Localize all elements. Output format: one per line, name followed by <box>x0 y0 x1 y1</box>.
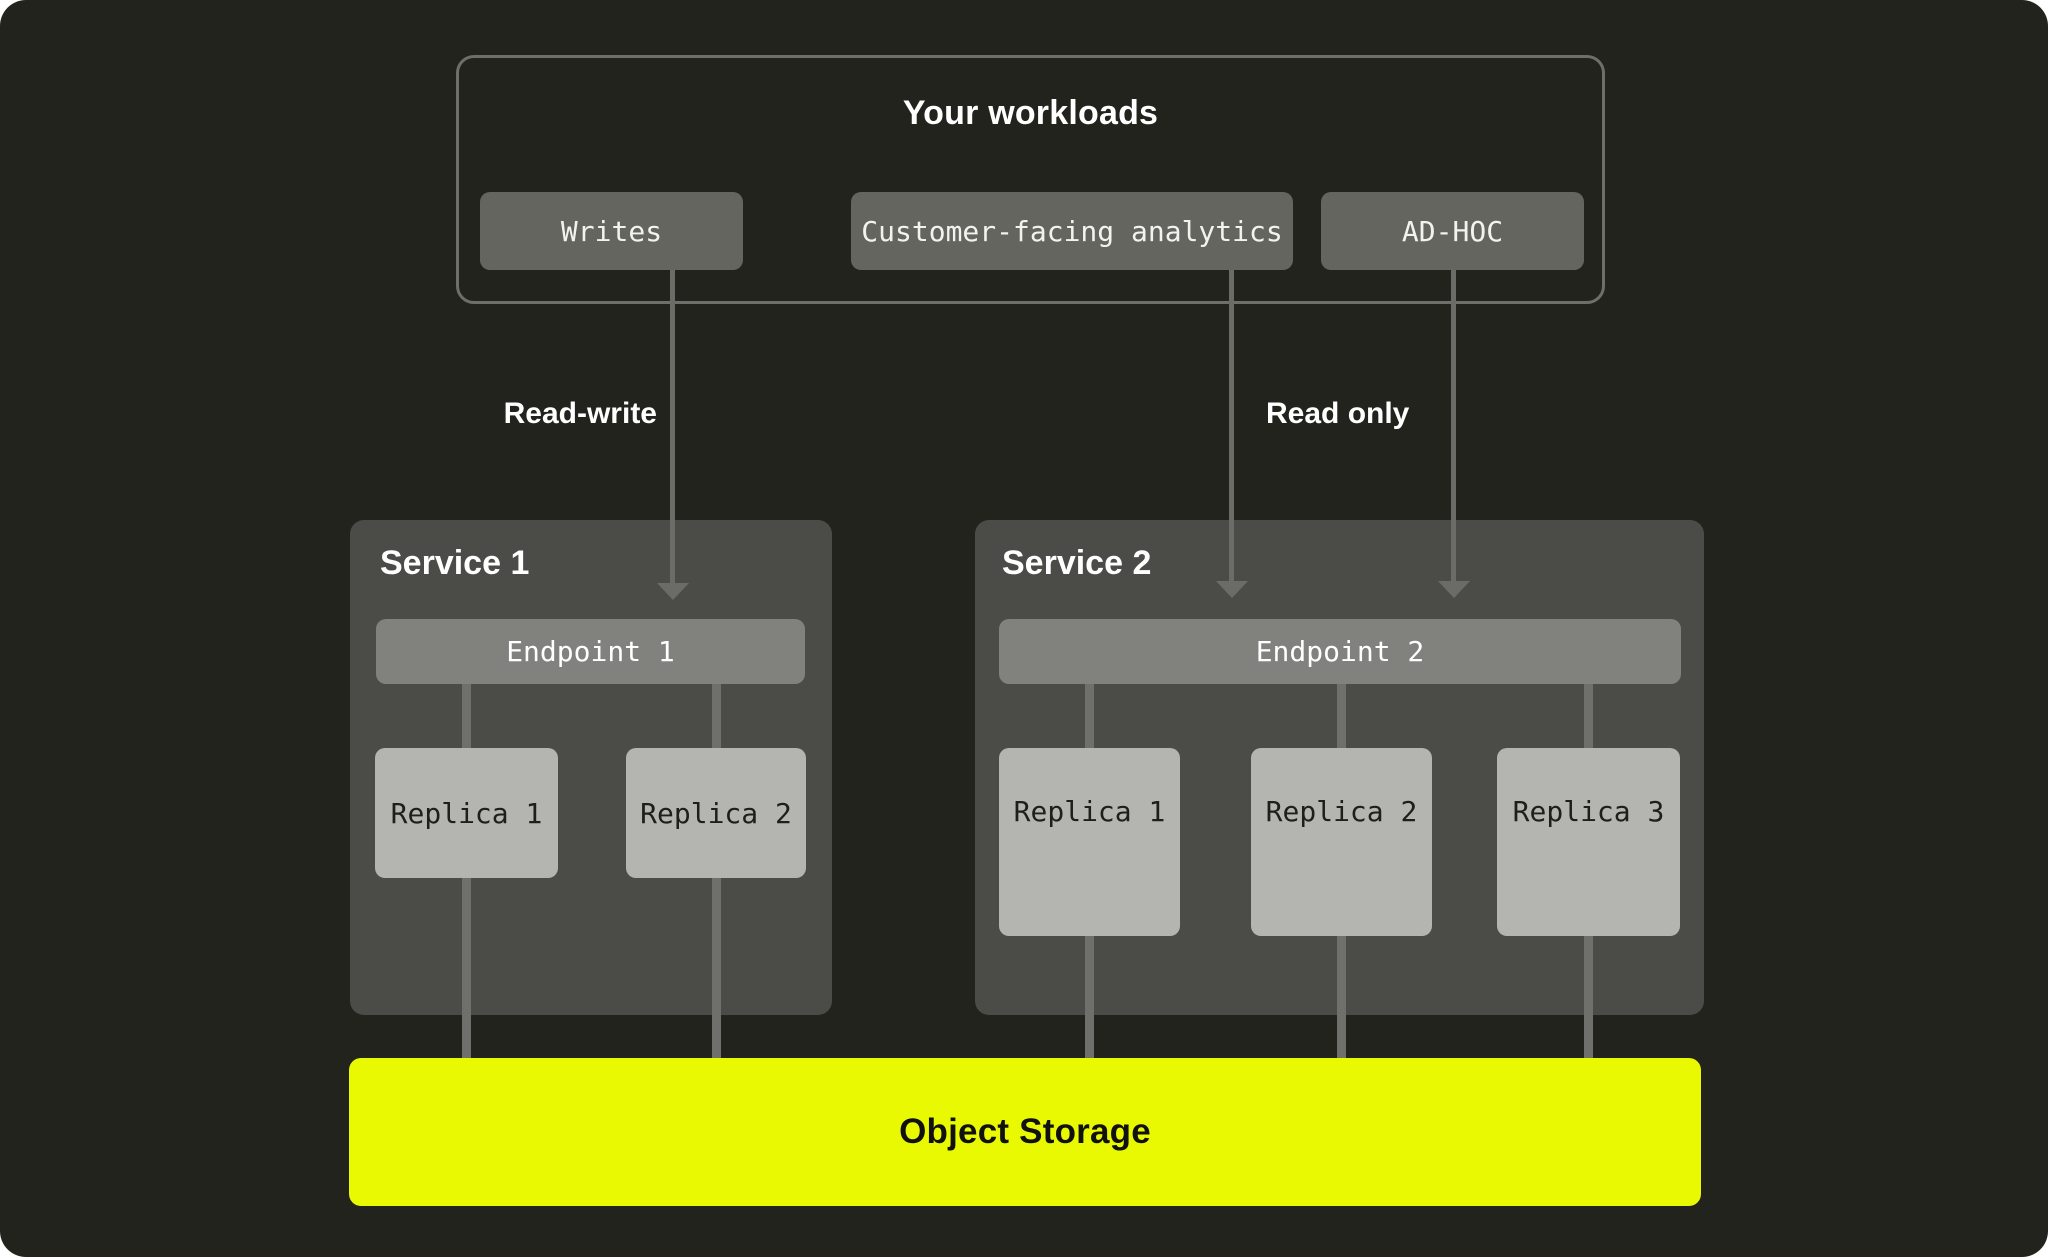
workload-chip-analytics-label: Customer-facing analytics <box>861 214 1283 248</box>
service-1-endpoint-label: Endpoint 1 <box>506 635 675 668</box>
writes-arrow-head-icon <box>657 583 689 600</box>
object-storage-bar: Object Storage <box>349 1058 1701 1206</box>
analytics-arrow-head-icon <box>1216 581 1248 598</box>
service-1-replica-1-label: Replica 1 <box>390 796 543 830</box>
service-2-replica-2-label: Replica 2 <box>1265 795 1418 828</box>
adhoc-arrow-line <box>1451 270 1456 582</box>
object-storage-label: Object Storage <box>899 1112 1151 1151</box>
read-write-label: Read-write <box>503 397 657 430</box>
writes-arrow-line <box>670 270 675 584</box>
service-2-replica-2-card: Replica 2 <box>1251 748 1432 936</box>
service-2-endpoint: Endpoint 2 <box>999 619 1681 684</box>
adhoc-arrow-head-icon <box>1438 581 1470 598</box>
service-1-replica-1-card: Replica 1 <box>375 748 558 878</box>
service-1-replica-2-card: Replica 2 <box>626 748 806 878</box>
read-only-label: Read only <box>1266 397 1410 430</box>
service-2-title: Service 2 <box>1002 544 1152 582</box>
service-2-replica-3-label: Replica 3 <box>1512 795 1665 828</box>
service-1-endpoint: Endpoint 1 <box>376 619 805 684</box>
workload-chip-adhoc-label: AD-HOC <box>1401 214 1504 248</box>
service-2-endpoint-label: Endpoint 2 <box>1255 635 1425 668</box>
service-1-replica-2-label: Replica 2 <box>640 796 792 830</box>
workload-chip-adhoc: AD-HOC <box>1321 192 1584 270</box>
workload-chip-customer-facing-analytics: Customer-facing analytics <box>851 192 1293 270</box>
service-1-title: Service 1 <box>380 544 530 582</box>
service-2-replica-3-card: Replica 3 <box>1497 748 1680 936</box>
workloads-title: Your workloads <box>902 94 1159 132</box>
service-2-replica-1-card: Replica 1 <box>999 748 1180 936</box>
service-2-replica-1-label: Replica 1 <box>1013 795 1166 828</box>
workloads-box: Your workloads <box>456 55 1605 304</box>
workload-chip-writes-label: Writes <box>560 214 663 248</box>
workload-chip-writes: Writes <box>480 192 743 270</box>
analytics-arrow-line <box>1229 270 1234 582</box>
